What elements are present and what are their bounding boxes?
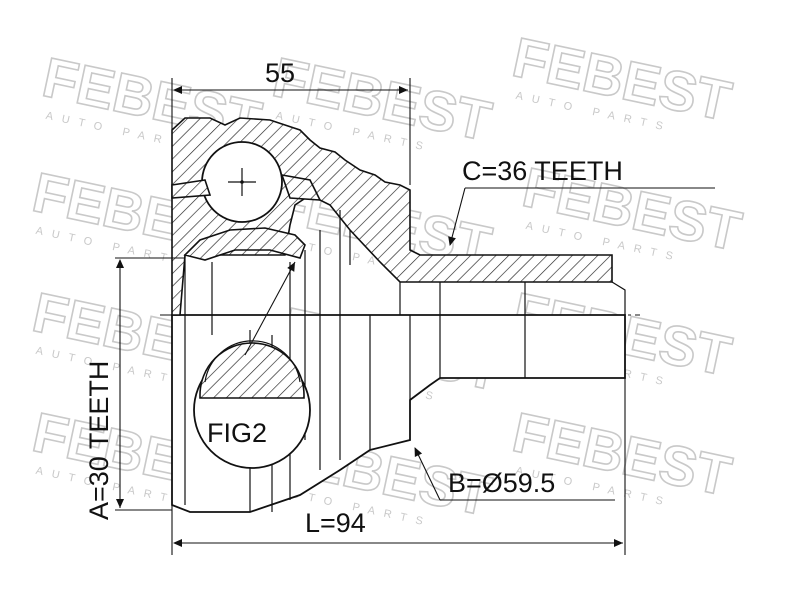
watermark-layer: FEBEST AUTO PARTS FEBEST AUTO PARTS FEBE… xyxy=(27,24,748,529)
dimension-length: L=94 xyxy=(171,378,626,555)
dimension-a-teeth: A=30 TEETH xyxy=(84,257,185,520)
ball-upper-race xyxy=(171,179,212,199)
fig2-label: FIG2 xyxy=(207,418,267,448)
dimension-a-teeth-label: A=30 TEETH xyxy=(84,361,114,520)
dimension-width-label: 55 xyxy=(265,58,295,88)
inner-race-lines xyxy=(184,210,351,470)
dimension-length-label: L=94 xyxy=(305,508,366,538)
housing-upper-section xyxy=(171,117,613,316)
callout-c-teeth: C=36 TEETH xyxy=(448,156,715,246)
dimension-width: 55 xyxy=(171,58,411,185)
cage-upper xyxy=(183,227,306,261)
callout-b-diameter-label: B=Ø59.5 xyxy=(448,468,555,498)
callout-c-teeth-label: C=36 TEETH xyxy=(462,156,623,186)
fig2-pointer xyxy=(244,261,296,356)
watermark: FEBEST AUTO PARTS xyxy=(507,399,738,509)
shaft-lower-lines xyxy=(409,315,526,400)
watermark: FEBEST AUTO PARTS xyxy=(507,24,738,134)
fig2-hatched-ball xyxy=(199,342,305,399)
cv-joint-drawing: FIG2 xyxy=(160,117,640,513)
shaft-spline-upper xyxy=(399,281,626,315)
callout-b-diameter: B=Ø59.5 xyxy=(414,447,615,501)
ball-upper-race-right xyxy=(280,173,322,201)
